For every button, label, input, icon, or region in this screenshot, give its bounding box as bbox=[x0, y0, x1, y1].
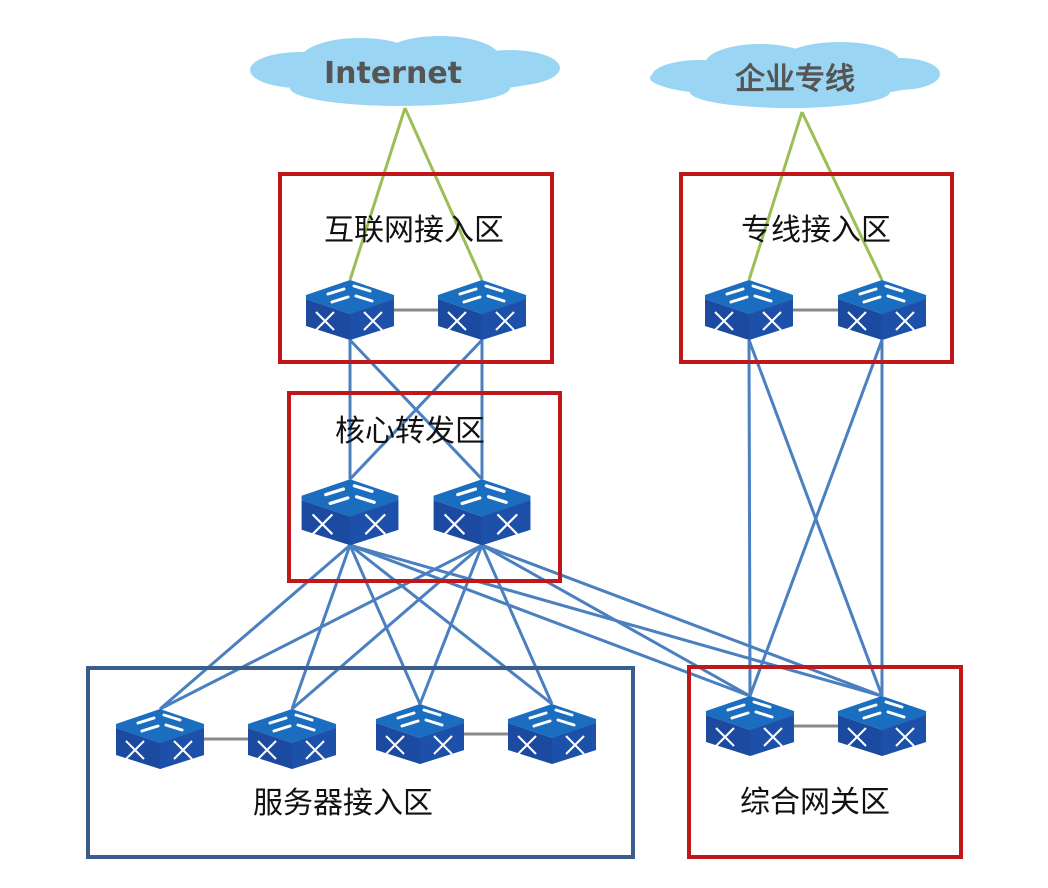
link-c2-s1 bbox=[159, 543, 483, 711]
link-leased-la2 bbox=[800, 111, 884, 281]
zone-label: 综合网关区 bbox=[740, 785, 890, 820]
cloud-internet: Internet bbox=[250, 36, 560, 106]
switch-icon-ia2 bbox=[436, 278, 528, 342]
cloud-icon bbox=[250, 36, 560, 106]
zone-label: 互联网接入区 bbox=[324, 213, 504, 248]
switch-icon-g2 bbox=[836, 694, 928, 758]
link-la2-g1 bbox=[748, 339, 884, 697]
link-internet-ia2 bbox=[403, 107, 484, 281]
zone-label: 服务器接入区 bbox=[253, 786, 433, 821]
link-c1-s3 bbox=[348, 544, 422, 705]
switch-icon-s1 bbox=[114, 707, 206, 771]
zone-server-access: 服务器接入区 bbox=[86, 666, 635, 859]
link-c1-s1 bbox=[159, 544, 351, 711]
switch-icon-c1 bbox=[299, 477, 401, 547]
cloud-icon bbox=[650, 42, 940, 108]
link-leased-la1 bbox=[747, 111, 804, 281]
switch-icon-la1 bbox=[703, 278, 795, 342]
zone-internet-access: 互联网接入区 bbox=[278, 172, 554, 364]
link-c1-g1 bbox=[349, 543, 751, 698]
switch-icon-s3 bbox=[374, 702, 466, 766]
cloud-label-internet: Internet bbox=[324, 56, 462, 91]
zone-core: 核心转发区 bbox=[287, 391, 562, 583]
switch-icon-g1 bbox=[704, 694, 796, 758]
zone-label: 专线接入区 bbox=[741, 213, 891, 248]
zone-leased-access: 专线接入区 bbox=[679, 172, 954, 364]
link-internet-ia1 bbox=[348, 107, 407, 281]
switches-layer bbox=[114, 278, 928, 771]
links-layer bbox=[159, 107, 884, 741]
link-c2-s4 bbox=[480, 544, 554, 705]
switch-icon-la2 bbox=[836, 278, 928, 342]
zone-label: 核心转发区 bbox=[335, 414, 485, 449]
switch-icon-s2 bbox=[246, 707, 338, 771]
cloud-label-leased: 企业专线 bbox=[735, 62, 855, 97]
zone-gateway: 综合网关区 bbox=[687, 665, 963, 859]
link-c2-g1 bbox=[481, 543, 751, 698]
switch-icon-s4 bbox=[506, 702, 598, 766]
link-la1-g1 bbox=[747, 339, 752, 697]
switch-icon-ia1 bbox=[304, 278, 396, 342]
switch-icon-c2 bbox=[431, 477, 533, 547]
link-c2-s3 bbox=[418, 544, 484, 705]
cloud-leased-line: 企业专线 bbox=[650, 42, 940, 108]
link-c2-g2 bbox=[481, 543, 883, 698]
